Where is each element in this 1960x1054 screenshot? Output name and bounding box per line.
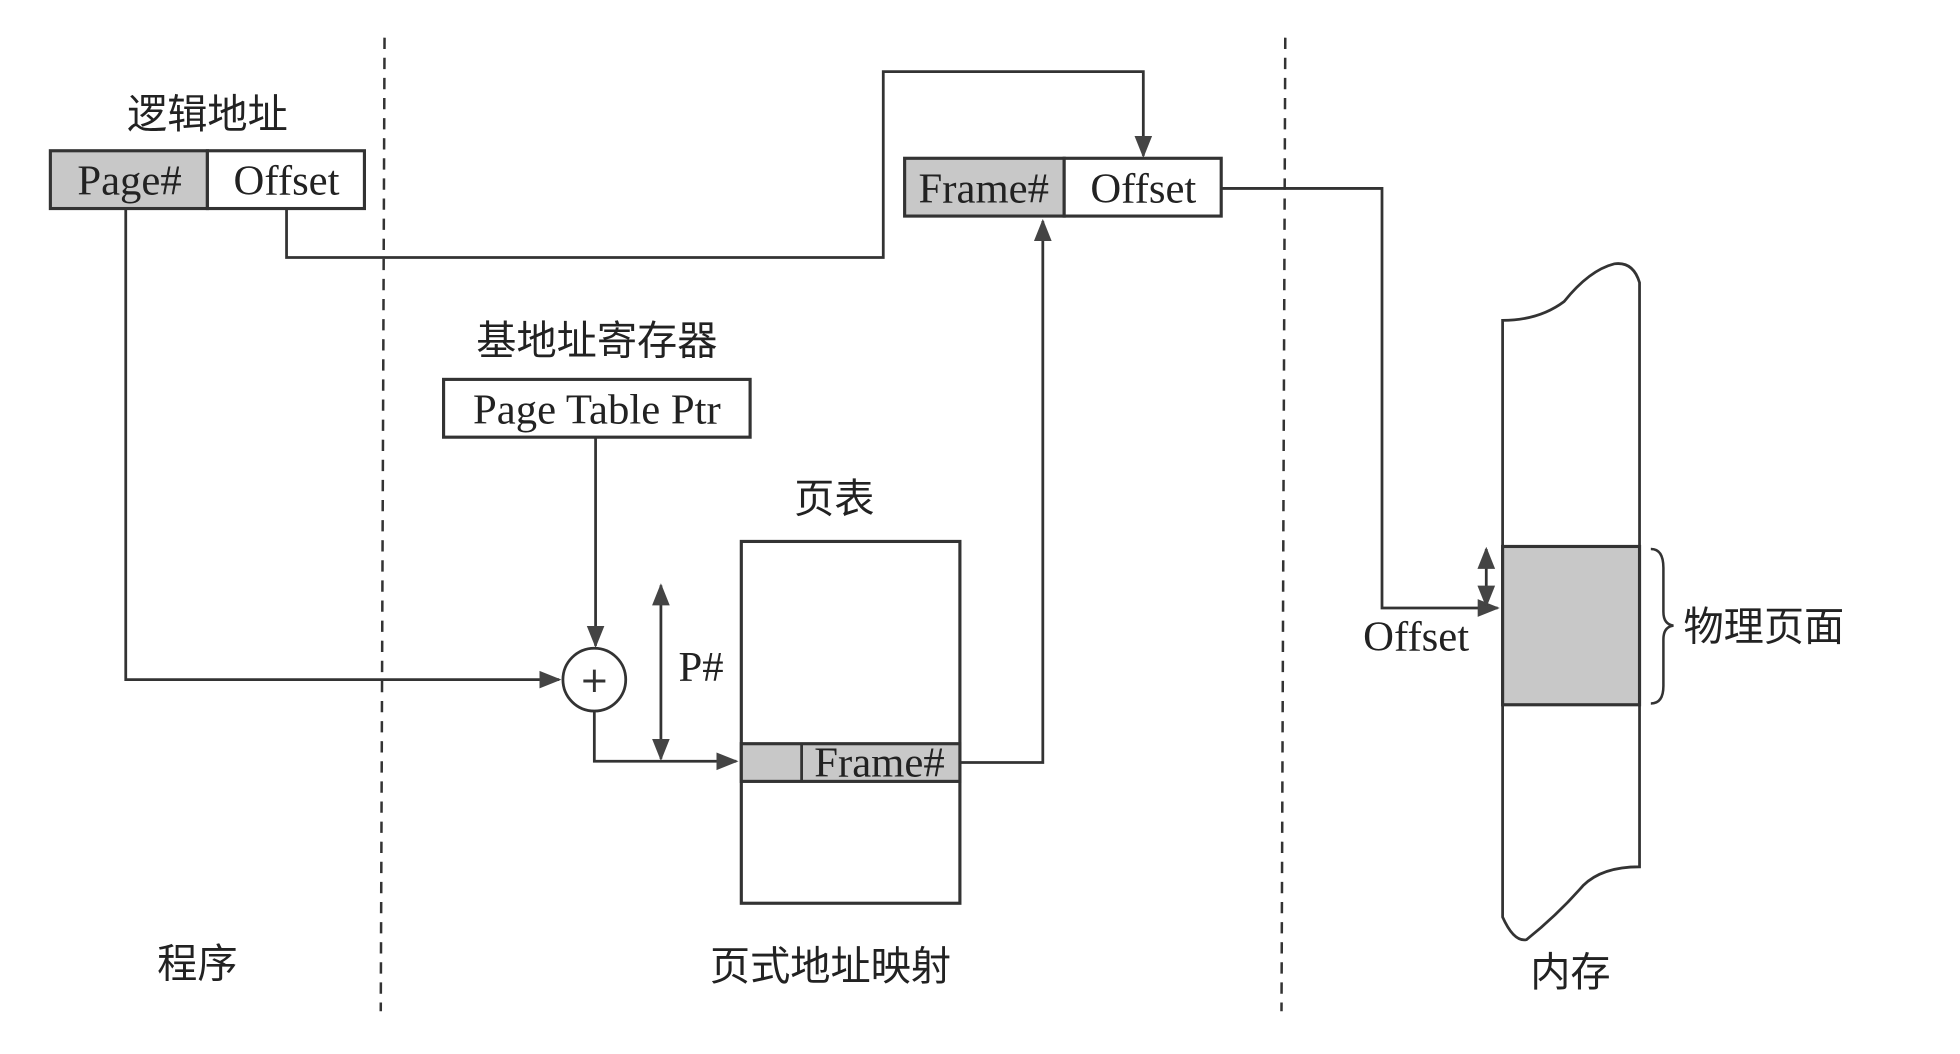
adder-to-entry-arrow (592, 711, 739, 771)
page-table-ptr-box (442, 377, 752, 439)
page-number-arrow (124, 208, 562, 689)
frame-number-label: Frame# (919, 165, 1049, 212)
frame-number-field (903, 156, 1066, 218)
physical-page (1501, 544, 1642, 707)
physical-offset-arrow (1221, 187, 1500, 617)
page-brace-icon (1650, 547, 1674, 705)
section-mapping-label: 页式地址映射 (710, 944, 951, 990)
divider-left (379, 37, 386, 1012)
memory-offset-label: Offset (1363, 614, 1469, 661)
frame-number-arrow (959, 218, 1052, 764)
offset-label: Offset (234, 158, 340, 205)
page-table-entry-label: Frame# (814, 739, 944, 786)
physical-address-register: Frame# Offset (903, 156, 1223, 218)
page-table-entry (739, 742, 962, 783)
memory-title: 内存 (1530, 950, 1610, 996)
divider-right (1280, 37, 1287, 1012)
page-table-title: 页表 (794, 477, 874, 523)
logical-address-register: Page# Offset (48, 149, 367, 211)
page-number-label: Page# (77, 158, 181, 205)
base-register-title: 基地址寄存器 (476, 318, 717, 364)
physical-page-label: 物理页面 (1684, 605, 1845, 651)
page-index-label: P# (678, 644, 723, 691)
page-number-field (48, 149, 209, 211)
physical-offset-label: Offset (1090, 165, 1196, 212)
plus-icon: + (580, 660, 609, 701)
offset-arrow (285, 70, 1153, 259)
page-table-ptr-label: Page Table Ptr (473, 386, 721, 433)
page-table (739, 539, 962, 905)
logical-address-title: 逻辑地址 (127, 92, 288, 138)
section-program-label: 程序 (157, 941, 237, 987)
